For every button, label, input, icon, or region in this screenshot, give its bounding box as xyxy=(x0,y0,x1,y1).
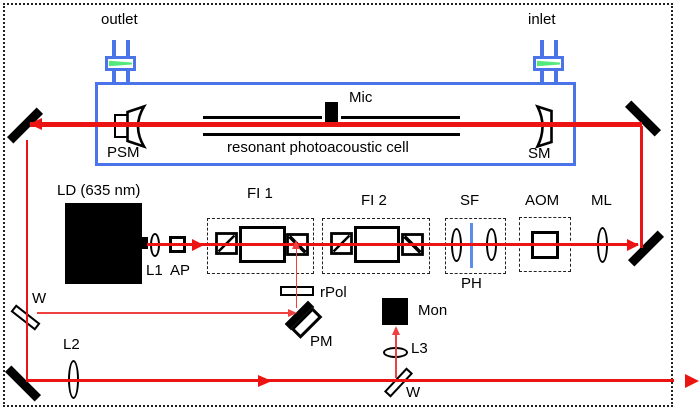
beam-arrow-into-mon xyxy=(391,326,400,335)
label-ml: ML xyxy=(591,192,612,209)
beam-wedge-to-pm xyxy=(37,312,288,315)
inlet-valve-wedge-icon xyxy=(537,60,560,67)
label-l3: L3 xyxy=(411,340,428,357)
beam-arrow-after-ap xyxy=(192,238,204,251)
monitor-photodiode-mon xyxy=(382,298,408,325)
laser-diode-body xyxy=(65,203,142,284)
spatial-filter-box xyxy=(445,218,506,274)
label-fi2: FI 2 xyxy=(361,192,387,209)
beam-left-vertical xyxy=(25,140,29,381)
beam-wedge-to-mon xyxy=(395,330,397,378)
faraday-isolator-1-box xyxy=(207,218,314,274)
label-aom: AOM xyxy=(525,192,560,209)
label-l2: L2 xyxy=(63,336,80,353)
label-pm: PM xyxy=(310,333,333,350)
beam-main-row xyxy=(147,243,638,246)
outlet-valve xyxy=(105,56,136,71)
label-l1: L1 xyxy=(146,262,163,279)
beam-arrow-up-in-fi1-cube xyxy=(292,240,301,249)
label-ph: PH xyxy=(461,275,482,292)
label-cell: resonant photoacoustic cell xyxy=(227,139,409,156)
microphone-icon xyxy=(325,102,338,122)
beam-arrow-before-br-mirror xyxy=(627,238,639,251)
label-rpol: rPol xyxy=(320,284,347,301)
label-ap: AP xyxy=(170,262,191,279)
label-sm: SM xyxy=(528,145,551,162)
inlet-valve xyxy=(533,56,564,71)
resonator-tube-top-right xyxy=(341,116,460,119)
label-inlet: inlet xyxy=(528,11,556,28)
label-fi1: FI 1 xyxy=(247,185,273,202)
label-mon: Mon xyxy=(418,302,448,319)
label-psm: PSM xyxy=(107,144,140,161)
label-w-bottom: W xyxy=(406,384,421,401)
resonator-tube-bottom xyxy=(203,133,460,136)
beam-arrow-exit xyxy=(685,373,699,388)
beam-bottom xyxy=(25,379,674,383)
label-w-left: W xyxy=(32,290,47,307)
enclosure-dotted-border xyxy=(3,3,673,407)
resonator-tube-top-left xyxy=(203,116,322,119)
label-outlet: outlet xyxy=(101,11,138,28)
beam-arrow-left-into-mirror xyxy=(29,117,42,130)
beam-right-vertical xyxy=(640,126,643,248)
label-ld: LD (635 nm) xyxy=(57,182,141,199)
beam-arrow-into-pm xyxy=(288,308,297,317)
laser-diode-output-nub xyxy=(139,237,148,249)
faraday-isolator-2-box xyxy=(322,218,430,274)
outlet-valve-wedge-icon xyxy=(109,60,132,67)
beam-arrow-bottom-mid xyxy=(258,374,272,387)
label-sf: SF xyxy=(460,192,480,209)
label-mic: Mic xyxy=(349,89,373,106)
beam-cell xyxy=(30,122,642,127)
beam-fi1-reject-to-pm xyxy=(295,247,298,308)
